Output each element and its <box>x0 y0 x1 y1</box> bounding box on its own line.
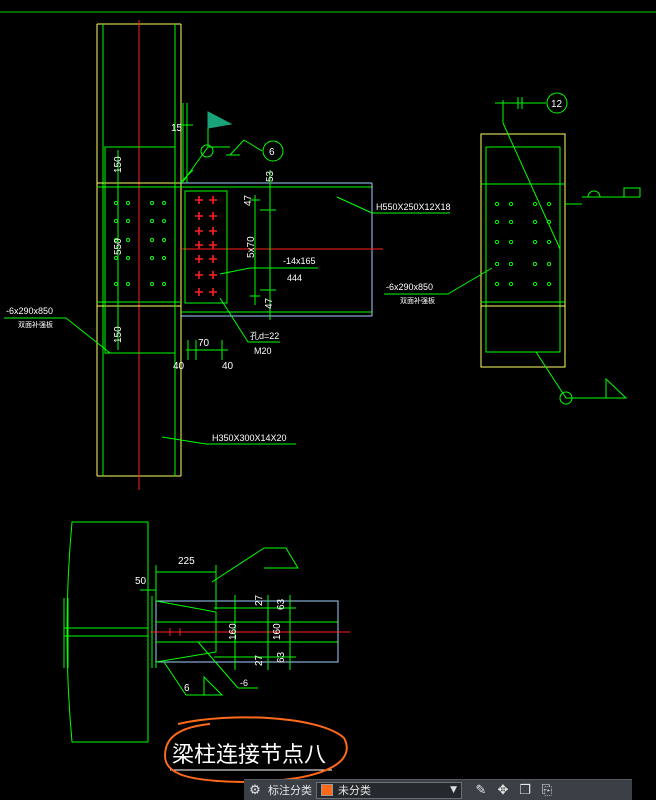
dim-27a: 27 <box>254 594 265 606</box>
dim-47b: 47 <box>264 297 275 309</box>
plan-dimension-texts: 225 50 27 63 160 160 27 63 6 -6 <box>135 556 287 694</box>
copy-icon[interactable]: ❐ <box>519 782 531 798</box>
move-icon[interactable]: ✥ <box>497 782 509 798</box>
dim-5x70: 5x70 <box>246 236 257 258</box>
column-label: H350X300X14X20 <box>212 433 287 443</box>
dim-150a: 150 <box>113 156 124 173</box>
dim-15: 15 <box>171 123 183 134</box>
beam-elevation <box>179 169 383 317</box>
section-tag-6-text: 6 <box>269 147 275 158</box>
beam-label: H550X250X12X18 <box>376 202 451 212</box>
dim-47a: 47 <box>243 194 254 206</box>
section-tag-6-plan: 6 <box>184 683 190 694</box>
beam-bolts <box>195 196 217 296</box>
section-tag-12-text: 12 <box>551 99 563 110</box>
side-view <box>384 92 641 405</box>
plate-right-label: -6x290x850 <box>386 282 433 292</box>
edit-icon[interactable]: ✎ <box>475 782 487 798</box>
doubler-plate-holes <box>113 200 167 287</box>
side-view-holes <box>494 201 552 287</box>
dim-40b: 40 <box>222 361 234 372</box>
dim-150b: 150 <box>113 326 124 343</box>
category-color-swatch <box>321 784 333 796</box>
weld-symbol-1 <box>181 111 284 184</box>
hand-drawn-circle <box>164 716 348 784</box>
main-dimension-texts: 15 53 47 47 150 550 150 5x70 70 40 40 <box>113 123 276 372</box>
dim-225: 225 <box>178 556 195 567</box>
dim-63a: 63 <box>276 598 287 610</box>
shear-plate-length: 444 <box>287 273 302 283</box>
shear-plate-label: -14x165 <box>283 256 316 266</box>
plate-right-sub: 双面补强板 <box>400 296 435 305</box>
chevron-down-icon: ▼ <box>450 785 457 795</box>
layers-icon[interactable]: ⚙ <box>249 782 261 798</box>
main-labels: H550X250X12X18 H350X300X14X20 -14x165 44… <box>6 202 451 443</box>
plate-left-label: -6x290x850 <box>6 306 53 316</box>
category-select[interactable]: 未分类 ▼ <box>316 781 462 799</box>
column-elevation <box>96 20 182 490</box>
main-dimension-lines <box>4 103 450 445</box>
title-note: 梁柱连接节点八 <box>164 716 348 784</box>
dim-160a: 160 <box>228 623 239 640</box>
category-selected: 未分类 <box>338 784 371 797</box>
dim-160b: 160 <box>272 623 283 640</box>
plan-plate-label: -6 <box>240 678 248 688</box>
annotation-toolbar: ⚙ 标注分类 未分类 ▼ ✎ ✥ ❐ ⎘ <box>244 779 632 800</box>
plan-view <box>63 521 350 743</box>
plate-left-sub: 双面补强板 <box>18 320 53 329</box>
dim-70: 70 <box>198 338 210 349</box>
dim-40a: 40 <box>173 361 185 372</box>
paste-icon[interactable]: ⎘ <box>541 782 553 798</box>
toolbar-label: 标注分类 <box>268 784 312 797</box>
dim-27b: 27 <box>254 654 265 666</box>
bolt-hole-label: 孔d=22 <box>250 331 279 341</box>
dim-50: 50 <box>135 576 147 587</box>
bolt-label: M20 <box>254 346 272 356</box>
dim-63b: 63 <box>276 651 287 663</box>
title-note-text: 梁柱连接节点八 <box>172 743 326 768</box>
dim-550: 550 <box>113 238 124 255</box>
dim-53: 53 <box>265 170 276 182</box>
